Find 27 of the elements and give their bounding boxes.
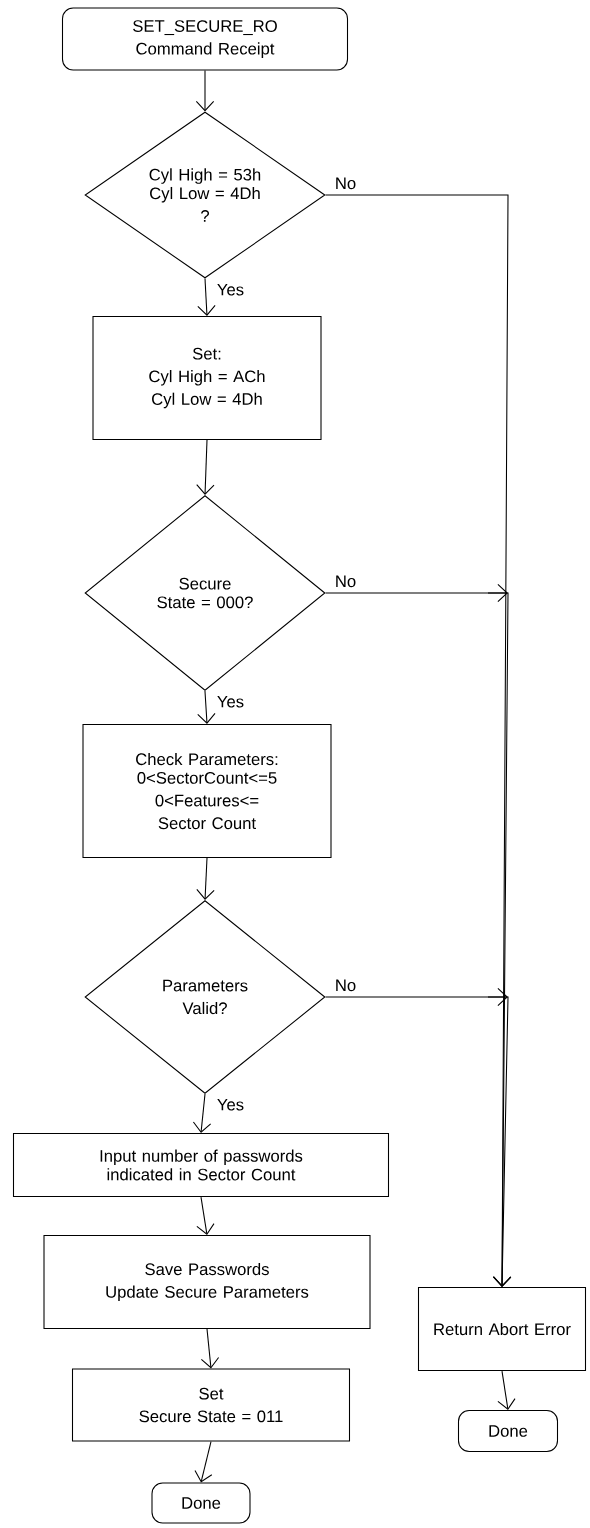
edge-label: No bbox=[336, 575, 356, 588]
arrow bbox=[194, 1441, 213, 1483]
arrow bbox=[200, 1328, 220, 1369]
edge-label: Yes bbox=[217, 1098, 244, 1111]
arrow bbox=[196, 439, 215, 495]
arrow bbox=[497, 1370, 516, 1410]
arrow bbox=[195, 70, 215, 112]
process-box: Input number of passwords indicated in Sector Count bbox=[12, 1132, 390, 1198]
arrow bbox=[197, 690, 216, 724]
process-box: Check Parameters: 0<SectorCount<=5 0<Features<= Sector Count bbox=[82, 723, 332, 859]
edge-label: Yes bbox=[217, 283, 244, 296]
arrow bbox=[196, 857, 215, 900]
arrow bbox=[196, 1196, 215, 1235]
end-terminal: Done bbox=[151, 1482, 251, 1524]
process-box: Return Abort Error bbox=[417, 1286, 587, 1372]
edge-label: No bbox=[336, 177, 356, 190]
edge-label: Yes bbox=[217, 695, 244, 708]
arrow bbox=[192, 1093, 212, 1133]
arrow bbox=[325, 987, 512, 1287]
arrow bbox=[325, 583, 512, 1287]
process-box: Set Secure State = 011 bbox=[71, 1368, 351, 1442]
arrow bbox=[197, 278, 216, 316]
process-box: Set: Cyl High = ACh Cyl Low = 4Dh bbox=[92, 315, 322, 441]
edge-label: No bbox=[336, 979, 356, 992]
start-terminal: SET_SECURE_RO Command Receipt bbox=[61, 7, 349, 71]
process-box: Save Passwords Update Secure Parameters bbox=[43, 1234, 371, 1330]
end-terminal: Done bbox=[457, 1409, 559, 1453]
